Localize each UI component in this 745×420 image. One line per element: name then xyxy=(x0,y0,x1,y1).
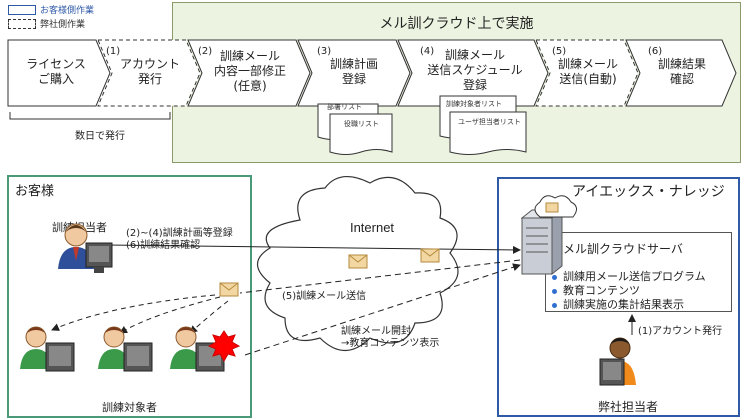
server-title: メル訓クラウドサーバ xyxy=(563,242,683,256)
doc-user-manager-list xyxy=(449,111,527,155)
legend-swatch-company xyxy=(8,19,36,29)
company-staff-label: 弊社担当者 xyxy=(598,400,659,414)
doc-position-list-label: 役職リスト xyxy=(344,120,379,128)
computer-monitor-icon xyxy=(85,242,113,273)
envelope-to-target-3 xyxy=(189,300,229,334)
open-mail-line1: 訓練メール開封 xyxy=(341,326,411,337)
step-shape-4 xyxy=(297,39,411,107)
step-1-line2: ご購入 xyxy=(37,72,74,86)
envelope-to-target-1 xyxy=(51,294,216,331)
step-2-number: (1) xyxy=(106,46,121,57)
alert-burst-icon xyxy=(207,330,241,363)
process-flow xyxy=(7,39,737,155)
lead-time-bracket xyxy=(9,112,171,120)
step-1-line1: ライセンス xyxy=(26,57,86,71)
open-mail-line2: →教育コンテンツ表示 xyxy=(341,338,440,349)
server-to-envelope-dashed xyxy=(239,259,521,294)
account-issue-label: (1)アカウント発行 xyxy=(638,326,723,337)
server-feature-2-text: 教育コンテンツ xyxy=(563,284,640,297)
open-to-server-dashed xyxy=(244,263,521,356)
step-5-number: (4) xyxy=(420,46,435,57)
doc-user-manager-list-label: ユーザ担当者リスト xyxy=(458,118,521,126)
server-info-box xyxy=(545,232,732,312)
envelope-icon xyxy=(420,248,440,263)
doc-position-list xyxy=(329,113,393,155)
cloud-mail-icon xyxy=(534,195,577,218)
bullet-dot-icon xyxy=(552,288,557,294)
company-title: アイエックス・ナレッジ xyxy=(572,184,725,200)
step-2-line2: 発行 xyxy=(137,72,162,86)
legend-label-company: 弊社側作業 xyxy=(40,20,86,30)
band-title: メル訓クラウド上で実施 xyxy=(379,16,534,32)
envelope-to-target-2 xyxy=(119,296,221,334)
step-7-line1: 訓練結果 xyxy=(657,57,706,71)
server-feature-3-text: 訓練実施の集計結果表示 xyxy=(563,298,684,311)
step-4-line1: 訓練計画 xyxy=(329,57,378,71)
manager-person-icon xyxy=(58,223,94,269)
step-3-line1: 訓練メール xyxy=(219,49,280,63)
computer-monitor-icon xyxy=(599,358,625,386)
send-mail-label: (5)訓練メール送信 xyxy=(282,291,367,302)
bullet-dot-icon xyxy=(552,274,557,280)
step-7-number: (6) xyxy=(648,46,663,57)
legend-label-customer: お客様側作業 xyxy=(40,6,95,16)
doc-dept-list-label: 部署リスト xyxy=(327,103,362,111)
step-6-line2: 送信(自動) xyxy=(559,72,617,86)
lead-time-label: 数日で発行 xyxy=(75,131,125,142)
step-shape-3 xyxy=(187,39,311,107)
step-5-line1: 訓練メール xyxy=(444,48,505,62)
step-shape-1 xyxy=(7,39,111,107)
step-6-number: (5) xyxy=(552,46,567,57)
server-feature-3: 訓練実施の集計結果表示 xyxy=(552,296,684,312)
server-icon xyxy=(520,208,564,276)
step-4-line2: 登録 xyxy=(341,72,366,86)
customer-title: お客様 xyxy=(15,184,55,199)
server-feature-1-text: 訓練用メール送信プログラム xyxy=(563,270,706,283)
step-4-number: (3) xyxy=(317,46,332,57)
step-3-number: (2) xyxy=(198,46,213,57)
step-shape-2 xyxy=(97,39,201,107)
step-2-line1: アカウント xyxy=(119,57,180,71)
envelope-icon xyxy=(219,282,239,297)
step-shape-5 xyxy=(397,39,549,107)
target-person-icon xyxy=(98,326,130,369)
bullet-dot-icon xyxy=(552,302,557,308)
doc-target-list-label: 訓練対象者リスト xyxy=(446,100,502,108)
computer-monitor-icon xyxy=(123,342,153,372)
envelope-icon xyxy=(348,254,368,269)
computer-monitor-icon xyxy=(45,342,75,372)
step-shape-6 xyxy=(535,39,639,107)
step-shape-7 xyxy=(625,39,737,107)
step-6-line1: 訓練メール xyxy=(557,57,618,71)
step-5-line2: 送信スケジュール xyxy=(427,63,523,77)
step-5-line3: 登録 xyxy=(462,78,487,92)
internet-label: Internet xyxy=(350,220,394,235)
step-3-line2: 内容一部修正 xyxy=(213,64,286,78)
customer-targets-label: 訓練対象者 xyxy=(102,401,157,414)
step-7-line2: 確認 xyxy=(669,72,694,86)
customer-panel xyxy=(7,175,252,418)
step-3-line3: (任意) xyxy=(233,79,267,93)
target-person-icon xyxy=(20,326,52,369)
server-feature-2: 教育コンテンツ xyxy=(552,282,640,298)
legend-swatch-customer xyxy=(8,5,36,15)
network-illustration: Internet xyxy=(20,176,636,386)
customer-action-line1: (2)~(4)訓練計画等登録 xyxy=(126,228,233,239)
target-person-icon xyxy=(170,326,202,369)
manager-to-server-arrow xyxy=(105,244,521,254)
server-feature-1: 訓練用メール送信プログラム xyxy=(552,268,706,284)
